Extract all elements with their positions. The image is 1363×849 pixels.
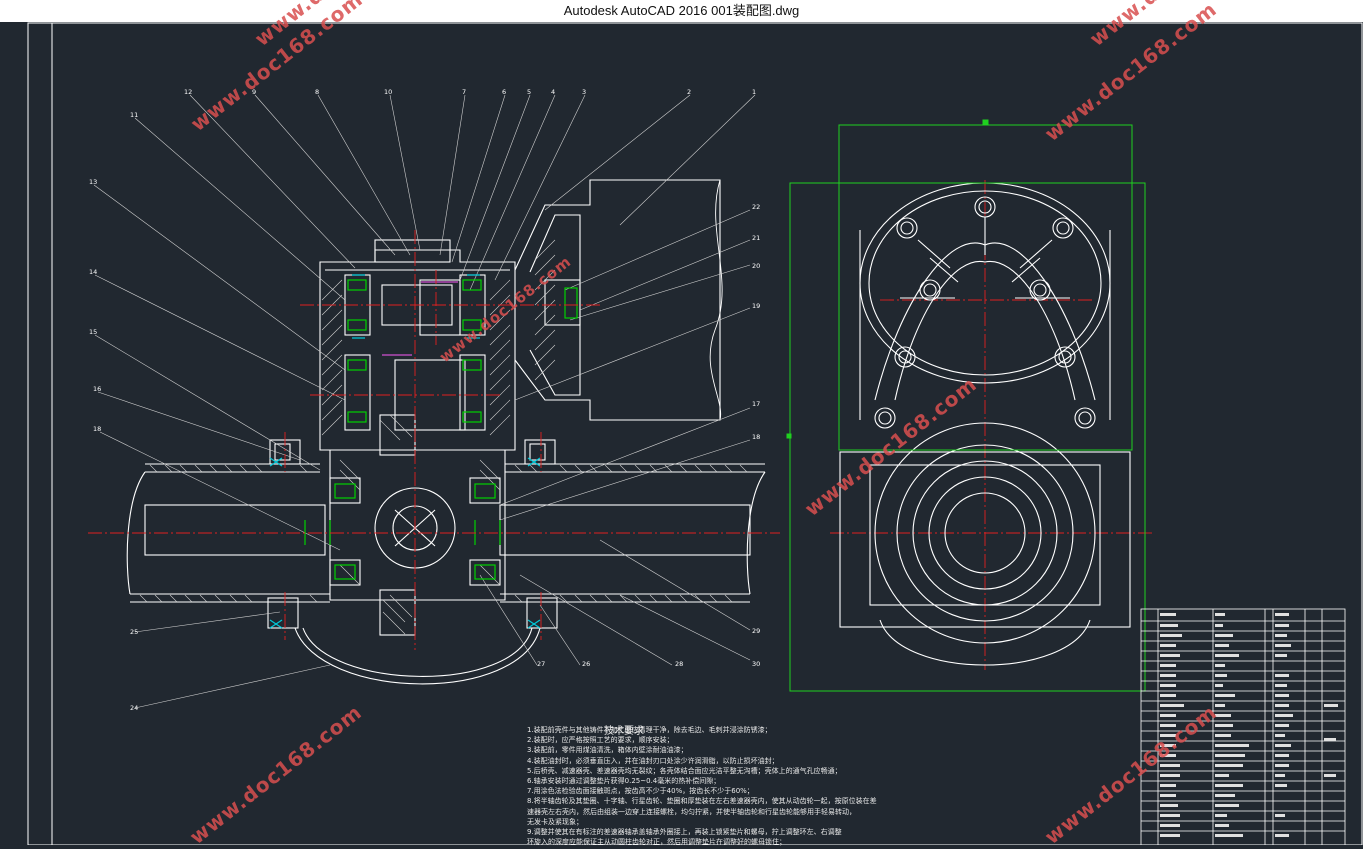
svg-text:4: 4	[551, 88, 555, 96]
tech-line: 8.将半轴齿轮及其垫圈、十字轴、行星齿轮、垫圈和厚垫装在左右差速器壳内，使其从动…	[527, 797, 877, 806]
bearings	[304, 279, 578, 580]
svg-text:9: 9	[252, 88, 256, 96]
tech-line: 无发卡及紧现象；	[527, 817, 583, 826]
svg-text:29: 29	[752, 627, 760, 635]
tech-line: 7.用涂色法检验齿面接触斑点，按齿高不少于40%，按齿长不少于60%；	[527, 787, 754, 796]
svg-text:28: 28	[675, 660, 683, 668]
svg-text:21: 21	[752, 234, 760, 242]
tech-line: 9.调整并使其在有标注的差速器轴承盖轴承外圈接上，再装上锁紧垫片和螺母，拧上调整…	[527, 828, 842, 837]
svg-text:11: 11	[130, 111, 138, 119]
tech-line: 3.装配前，零件用煤油清洗，箱体内壁涂耐油油漆；	[527, 746, 688, 755]
svg-text:6: 6	[502, 88, 506, 96]
svg-text:13: 13	[89, 178, 97, 186]
svg-text:3: 3	[582, 88, 586, 96]
svg-text:25: 25	[130, 628, 138, 636]
drawing-frame	[27, 22, 1363, 845]
svg-text:24: 24	[130, 704, 138, 712]
svg-text:14: 14	[89, 268, 97, 276]
tech-requirements-title: 技术要求	[604, 726, 644, 737]
svg-text:30: 30	[752, 660, 760, 668]
svg-text:1: 1	[752, 88, 756, 96]
tech-line: 5.后桥壳、减速器壳、差速器壳均无裂纹；各壳体结合面应光洁平整无沟槽；壳体上的通…	[527, 766, 842, 775]
side-view	[839, 182, 1131, 666]
svg-text:15: 15	[89, 328, 97, 336]
tech-requirements: 1.装配前壳件与其他铸件不加工面应清理干净，除去毛边、毛刺并浸涂防锈漆； 2.装…	[527, 725, 897, 847]
centerlines	[88, 180, 1155, 670]
selection-box	[786, 119, 1146, 692]
highlight-marks	[382, 281, 458, 356]
svg-text:10: 10	[384, 88, 392, 96]
svg-text:19: 19	[752, 302, 760, 310]
seals	[269, 274, 541, 629]
tech-line: 环旋入的深度应能保证主从动圆柱齿轮对正，然后用调整垫片在调整好的螺母锁住；	[527, 838, 786, 847]
svg-text:12: 12	[184, 88, 192, 96]
svg-text:16: 16	[93, 385, 101, 393]
tech-line: 速器壳左右壳内，然后由组装一边穿上连接螺栓，均匀拧紧，并使半轴齿轮和行星齿轮能够…	[527, 807, 856, 816]
svg-text:17: 17	[752, 400, 760, 408]
svg-text:18: 18	[93, 425, 101, 433]
svg-text:22: 22	[752, 203, 760, 211]
tech-line: 2.装配时，应严格按照工艺的要求，顺序安装；	[527, 736, 674, 745]
svg-text:5: 5	[527, 88, 531, 96]
tech-line: 4.装配油封时，必须垂直压入，并在油封刃口处涂少许润滑脂，以防止损坏油封；	[527, 756, 779, 765]
bom-cells	[1160, 613, 1338, 837]
window-title: Autodesk AutoCAD 2016 001装配图.dwg	[0, 0, 1363, 22]
bom-table	[1140, 608, 1346, 845]
svg-text:7: 7	[462, 88, 466, 96]
svg-text:18: 18	[752, 433, 760, 441]
svg-text:8: 8	[315, 88, 319, 96]
svg-text:27: 27	[537, 660, 545, 668]
tech-line: 1.装配前壳件与其他铸件不加工面应清理干净，除去毛边、毛刺并浸涂防锈漆；	[527, 726, 772, 734]
svg-text:26: 26	[582, 660, 590, 668]
svg-text:20: 20	[752, 262, 760, 270]
tech-line: 6.轴承安装时通过调整垫片获得0.25~0.4毫米的热补偿间隙；	[527, 777, 721, 786]
svg-text:2: 2	[687, 88, 691, 96]
